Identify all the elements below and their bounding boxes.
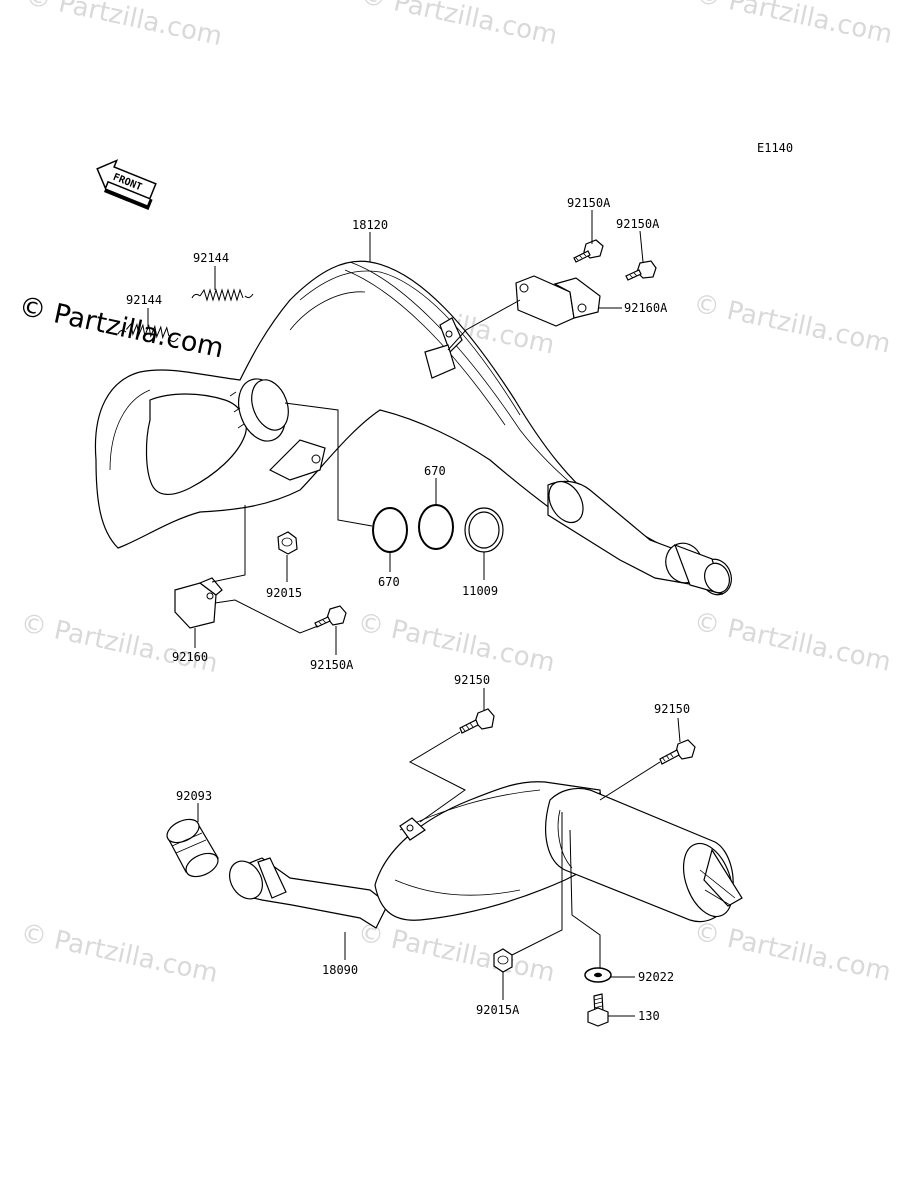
washer-92022 <box>584 967 612 983</box>
front-arrow-icon: FRONT <box>96 159 157 210</box>
bolt-92150A-upper <box>573 239 604 263</box>
part-labels: 18120 92150A 92150A 92160A 92144 92144 6… <box>126 196 690 1023</box>
bolt-92150A-right <box>625 260 657 281</box>
label-670-bottom: 670 <box>378 575 400 589</box>
spring-92144-lower <box>117 322 179 343</box>
silencer-18090 <box>229 781 743 929</box>
o-ring-670-right <box>418 504 454 550</box>
watermark: © Partzilla.com <box>691 917 893 988</box>
label-18120: 18120 <box>352 218 388 232</box>
bracket-92160A <box>515 275 601 327</box>
watermark: © Partzilla.com <box>22 0 224 52</box>
watermark: © Partzilla.com <box>355 607 557 678</box>
label-92144-lower: 92144 <box>126 293 162 307</box>
watermark: © Partzilla.com <box>693 0 895 50</box>
bolt-92150-right <box>659 739 696 765</box>
watermark-prominent: © Partzilla.com <box>16 291 226 365</box>
nut-92015A <box>493 948 513 973</box>
gasket-11009 <box>464 507 504 553</box>
watermark: © Partzilla.com <box>357 0 559 51</box>
label-92150A-right: 92150A <box>616 217 660 231</box>
spring-92144-upper <box>191 288 254 302</box>
label-18090: 18090 <box>322 963 358 977</box>
label-92015A: 92015A <box>476 1003 520 1017</box>
label-92015: 92015 <box>266 586 302 600</box>
label-670-top: 670 <box>424 464 446 478</box>
nut-92015 <box>277 531 298 555</box>
label-92144-upper: 92144 <box>193 251 229 265</box>
watermark: © Partzilla.com <box>691 607 893 678</box>
label-92150A-upper: 92150A <box>567 196 611 210</box>
watermark: © Partzilla.com <box>691 289 893 360</box>
label-92093: 92093 <box>176 789 212 803</box>
label-92150A-lower: 92150A <box>310 658 354 672</box>
label-11009: 11009 <box>462 584 498 598</box>
collar-92093 <box>166 818 219 878</box>
o-ring-670-left <box>372 507 408 553</box>
bracket-92160 <box>174 577 223 629</box>
bolt-130 <box>587 993 609 1027</box>
bolt-92150-left <box>459 708 495 734</box>
bolt-92150A-lower <box>314 605 347 628</box>
label-130: 130 <box>638 1009 660 1023</box>
label-92150-left: 92150 <box>454 673 490 687</box>
watermark: © Partzilla.com <box>18 918 220 989</box>
label-92160: 92160 <box>172 650 208 664</box>
label-92150-right: 92150 <box>654 702 690 716</box>
leader-lines <box>147 210 681 1017</box>
diagram-id: E1140 <box>757 141 793 155</box>
label-92022: 92022 <box>638 970 674 984</box>
label-92160A: 92160A <box>624 301 668 315</box>
expansion-chamber-18120 <box>94 260 732 596</box>
watermark: © Partzilla.com <box>355 917 557 988</box>
